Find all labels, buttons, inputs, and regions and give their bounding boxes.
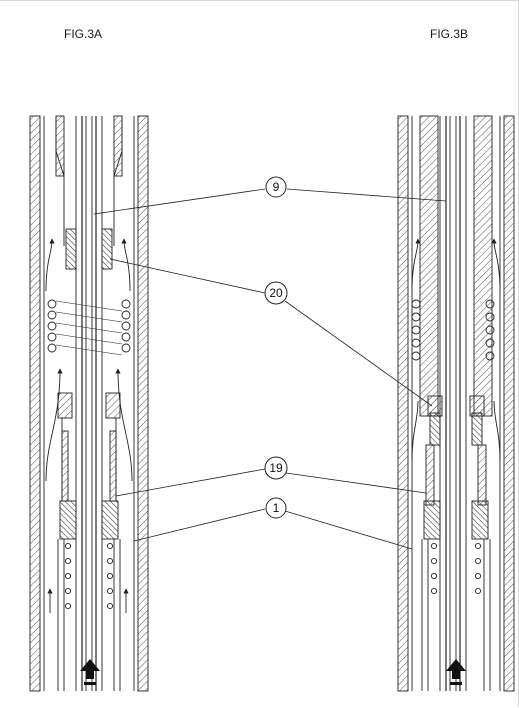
- figure-3b-drawing: [397, 115, 515, 692]
- callout-1-label: 1: [273, 501, 280, 515]
- up-arrow-icon: [446, 659, 466, 685]
- figure-3a-title: FIG.3A: [64, 27, 103, 41]
- lower-spring-right: [106, 542, 114, 610]
- lower-spring-right-b: [474, 542, 482, 595]
- upper-spring-left-b: [411, 299, 421, 361]
- seal-block-right-b: [471, 412, 483, 446]
- callout-19: 19: [264, 456, 288, 480]
- callout-9: 9: [265, 176, 287, 198]
- outer-casing-left-wall: [29, 115, 41, 692]
- outer-casing-right-wall-b: [503, 115, 515, 692]
- upper-spring-right: [121, 299, 131, 353]
- upper-spring-left: [47, 299, 57, 353]
- figure-3a-drawing: [29, 115, 149, 692]
- outer-casing-left-wall-b: [397, 115, 409, 692]
- lower-spring-left-b: [430, 542, 438, 595]
- callout-20-label: 20: [269, 286, 283, 300]
- seal-block-right: [101, 228, 113, 270]
- callout-1: 1: [265, 497, 287, 519]
- upper-spring-right-b: [485, 299, 495, 361]
- callout-20: 20: [264, 281, 288, 305]
- up-arrow-icon: [80, 659, 100, 685]
- seal-block-left: [65, 228, 77, 270]
- lower-spring-left: [64, 542, 72, 610]
- leader-lines: [93, 188, 447, 550]
- callout-9-label: 9: [273, 180, 280, 194]
- callout-19-label: 19: [269, 461, 283, 475]
- outer-casing-right-wall: [137, 115, 149, 692]
- seal-block-left-b: [429, 412, 441, 446]
- figure-3b-title: FIG.3B: [430, 27, 469, 41]
